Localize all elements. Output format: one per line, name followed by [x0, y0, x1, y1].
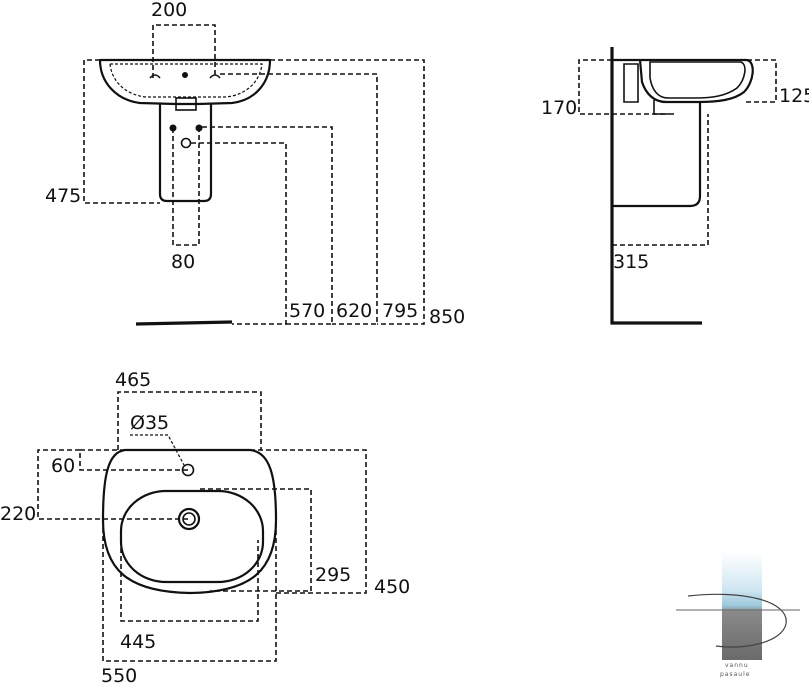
dim-220-label: 220	[0, 503, 36, 525]
dim-445-label: 445	[120, 631, 156, 653]
dim-850-label: 850	[429, 306, 465, 328]
dim-hole-leader	[130, 434, 185, 466]
dim-200-label: 200	[151, 0, 187, 21]
logo-bar	[722, 552, 762, 660]
front-floor-line	[135, 320, 233, 326]
dim-450-label: 450	[374, 576, 410, 598]
front-tap-hole-right	[209, 74, 221, 79]
dim-450-line	[250, 449, 367, 594]
dim-550-line	[102, 520, 277, 662]
dim-125-line	[744, 59, 777, 103]
dim-200-line	[152, 24, 216, 78]
front-drain	[175, 97, 197, 111]
front-view: 200 475 80 570 620 795 850	[45, 0, 465, 328]
side-view: 170 125 315	[541, 47, 809, 325]
front-waste-outlet	[180, 137, 192, 149]
dim-60-label: 60	[51, 455, 75, 477]
dim-60-line	[79, 449, 188, 471]
front-basin-outline	[98, 58, 272, 106]
dim-80-label: 80	[171, 251, 195, 273]
dim-475-label: 475	[45, 185, 81, 207]
dim-620-label: 620	[336, 300, 372, 322]
dim-795-line	[220, 73, 378, 325]
dim-315-line	[612, 114, 709, 246]
top-drain-outer	[177, 507, 201, 531]
dim-80-line	[172, 128, 200, 246]
dim-125-label: 125	[779, 85, 809, 107]
top-basin-bowl	[119, 489, 265, 584]
side-pedestal	[612, 102, 702, 208]
dim-795-label: 795	[382, 300, 418, 322]
dim-475-line	[83, 59, 160, 204]
side-basin-inner	[649, 61, 746, 99]
dim-295-label: 295	[315, 564, 351, 586]
dim-550-label: 550	[101, 665, 137, 684]
side-overflow	[623, 63, 639, 103]
side-basin-profile	[612, 58, 754, 104]
dim-170-line	[578, 59, 668, 115]
front-pedestal	[158, 104, 213, 203]
logo-swoosh	[687, 593, 787, 648]
dim-620-line	[202, 126, 333, 325]
dim-850-line	[270, 59, 425, 325]
dim-220-line	[37, 449, 189, 520]
front-basin-inner	[109, 63, 263, 98]
brand-logo: vannu pasaule	[676, 552, 800, 678]
top-view: 465 Ø35 60 220 295 450 445 550	[0, 369, 410, 684]
dim-570-label: 570	[289, 300, 325, 322]
dim-295-line	[200, 488, 312, 592]
top-basin-outline	[101, 448, 278, 595]
dim-hole-label: Ø35	[130, 412, 169, 434]
side-wall-line	[610, 47, 702, 325]
dim-170-label: 170	[541, 97, 577, 119]
front-tap-hole-center	[182, 72, 188, 78]
front-tap-hole-left	[149, 74, 161, 79]
logo-text-line1: vannu	[725, 662, 749, 669]
dim-315-label: 315	[613, 251, 649, 273]
dim-465-line	[117, 391, 262, 450]
top-tap-hole	[181, 463, 195, 477]
logo-text-line2: pasaule	[720, 671, 750, 678]
dim-465-label: 465	[115, 369, 151, 391]
dim-570-line	[191, 142, 287, 325]
dim-445-line	[120, 540, 259, 622]
